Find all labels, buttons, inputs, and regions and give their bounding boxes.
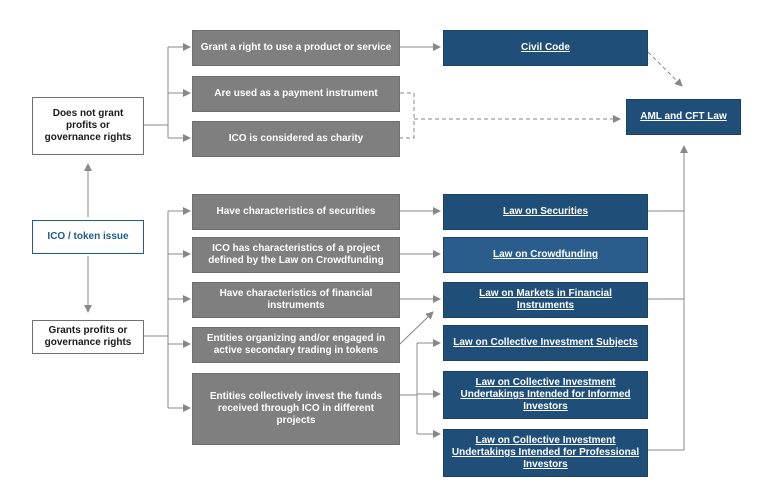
criterion-payment-instrument: Are used as a payment instrument [192,76,400,112]
connector-trading-to-markets [399,311,434,345]
criterion-collective-investment: Entities collectively invest the funds r… [192,373,400,445]
law-securities[interactable]: Law on Securities [443,194,648,230]
criterion-financial-instruments: Have characteristics of financial instru… [192,282,400,318]
law-civil-code[interactable]: Civil Code [443,30,648,66]
connector-civil-to-aml [647,51,683,87]
criterion-crowdfunding: ICO has characteristics of a project def… [192,237,400,273]
criterion-charity: ICO is considered as charity [192,121,400,157]
grants-rights-node: Grants profits or governance rights [32,320,144,354]
connector-payment-bracket [400,92,415,139]
law-crowdfunding[interactable]: Law on Crowdfunding [443,237,648,273]
law-markets-financial-instruments[interactable]: Law on Markets in Financial Instruments [443,282,648,318]
law-ci-informed-investors[interactable]: Law on Collective Investment Undertaking… [443,371,648,419]
criterion-product-service: Grant a right to use a product or servic… [192,30,400,66]
criterion-secondary-trading: Entities organizing and/or engaged in ac… [192,327,400,363]
ico-token-issue-node: ICO / token issue [32,220,144,254]
law-collective-investment-subjects[interactable]: Law on Collective Investment Subjects [443,325,648,361]
does-not-grant-rights-node: Does not grant profits or governance rig… [32,97,144,155]
law-aml-cft[interactable]: AML and CFT Law [626,99,741,135]
law-ci-professional-investors[interactable]: Law on Collective Investment Undertaking… [443,429,648,477]
criterion-securities: Have characteristics of securities [192,194,400,230]
